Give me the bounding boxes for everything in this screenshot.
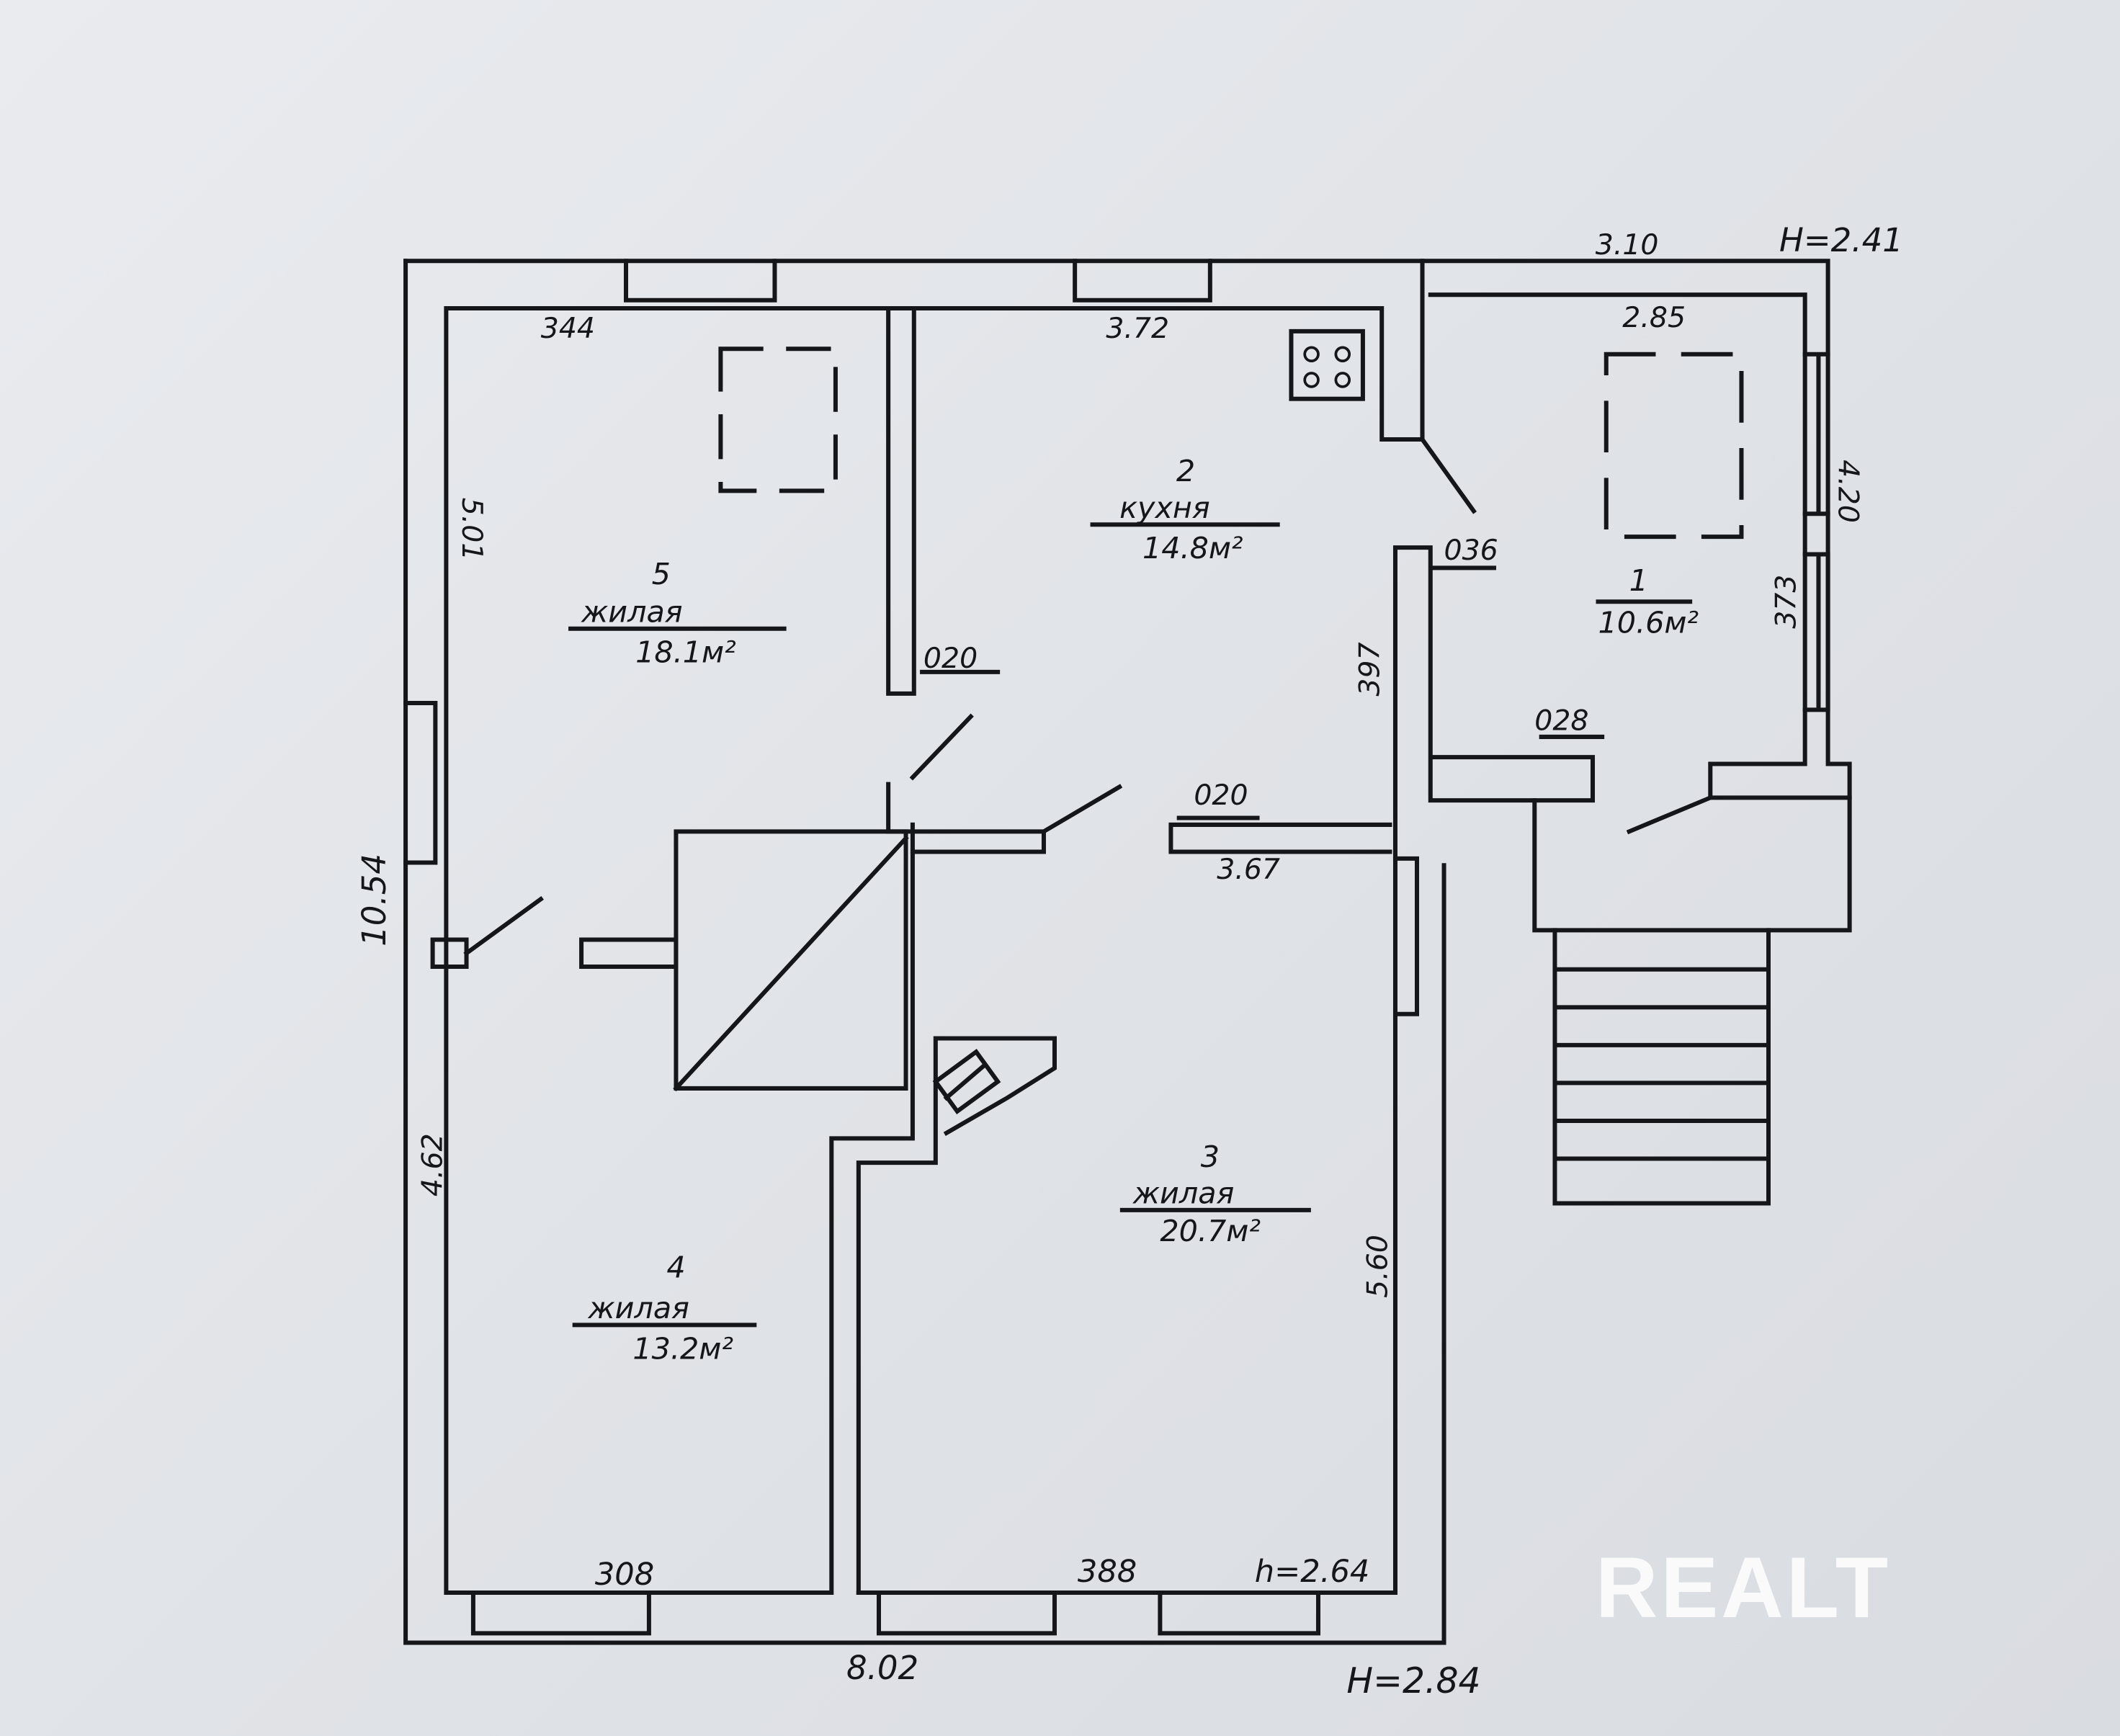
room-4: 4 жилая 13.2м² — [587, 1250, 733, 1366]
dim-label: 028 — [1534, 704, 1588, 738]
room-1: 1 10.6м² — [1598, 563, 1699, 640]
room-3: 3 жилая 20.7м² — [1132, 1140, 1261, 1248]
room-name: жилая — [587, 1291, 689, 1325]
dim-label: 3.10 — [1596, 228, 1659, 261]
dim-label: 5.60 — [1361, 1235, 1395, 1298]
room-name: кухня — [1119, 491, 1210, 525]
room-5: 5 жилая 18.1м² — [581, 557, 736, 670]
room-area: 14.8м² — [1142, 531, 1243, 565]
room-2: 2 кухня 14.8м² — [1119, 454, 1243, 565]
realt-watermark: REALT — [1596, 1539, 1891, 1636]
dim-label: 036 — [1444, 534, 1498, 567]
dim-label: 373 — [1770, 575, 1803, 629]
room-number: 4 — [666, 1250, 685, 1285]
dim-label: 308 — [595, 1557, 654, 1593]
room-name: жилая — [1132, 1176, 1235, 1210]
dimensions: 344 3.72 3.10 H=2.41 2.85 4.20 373 036 3… — [355, 221, 1903, 1701]
dim-label: 020 — [923, 642, 978, 675]
dim-label: 10.54 — [355, 854, 393, 947]
dim-label: 4.20 — [1832, 460, 1865, 523]
room-number: 3 — [1201, 1140, 1220, 1174]
dim-label: 397 — [1353, 642, 1386, 696]
dim-label: h=2.64 — [1255, 1554, 1370, 1590]
dim-label: 3.72 — [1106, 312, 1169, 345]
dim-label: 5.01 — [455, 498, 488, 561]
room-number: 5 — [652, 557, 671, 591]
room-area: 10.6м² — [1598, 605, 1699, 640]
room-area: 13.2м² — [632, 1331, 733, 1366]
dim-label: 8.02 — [846, 1649, 918, 1687]
dim-label: 2.85 — [1622, 301, 1686, 334]
room-area: 18.1м² — [635, 635, 736, 670]
room-number: 1 — [1629, 563, 1648, 598]
dim-label: 4.62 — [416, 1133, 450, 1196]
dim-label: 020 — [1194, 779, 1248, 812]
dim-label: H=2.84 — [1346, 1660, 1480, 1701]
dim-label: H=2.41 — [1779, 221, 1903, 259]
room-area: 20.7м² — [1160, 1214, 1261, 1248]
dim-label: 388 — [1078, 1554, 1137, 1590]
walls — [403, 259, 1852, 1645]
dim-label: 344 — [541, 312, 595, 345]
room-name: жилая — [581, 594, 683, 629]
dim-label: 3.67 — [1217, 853, 1280, 886]
room-number: 2 — [1176, 454, 1195, 488]
